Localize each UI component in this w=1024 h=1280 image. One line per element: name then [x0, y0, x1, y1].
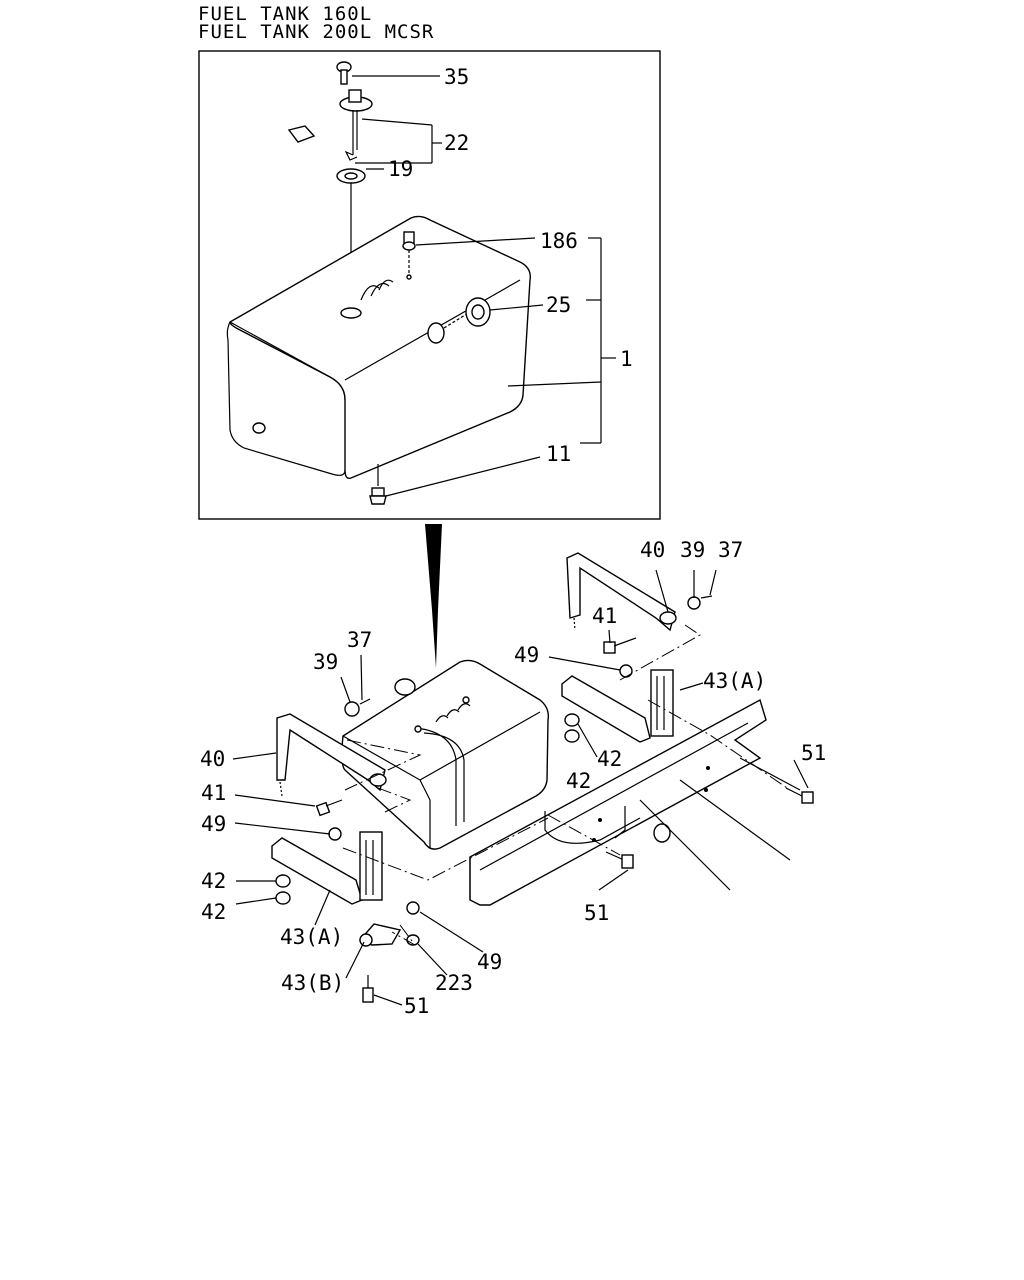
callout-49-right: 49	[514, 643, 539, 667]
part-22-gauge-unit[interactable]	[287, 89, 373, 161]
callout-51-middle: 51	[584, 901, 609, 925]
callout-1: 1	[620, 347, 633, 371]
callout-42-right-b: 42	[566, 769, 591, 793]
callout-43b: 43(B)	[281, 971, 344, 995]
part-49-nut-right[interactable]	[619, 664, 633, 678]
callout-43a-left: 43(A)	[280, 925, 343, 949]
part-19-gasket[interactable]	[336, 168, 366, 184]
part-39-washer-right[interactable]	[687, 596, 701, 610]
part-41-bolt-left[interactable]	[315, 799, 343, 817]
part-51-bolt-lower[interactable]	[362, 975, 374, 1003]
callout-43a-right: 43(A)	[703, 669, 766, 693]
callout-49-left: 49	[201, 812, 226, 836]
diagram-title-line-2: FUEL TANK 200L MCSR	[198, 21, 435, 43]
part-42-nut-right-b[interactable]	[564, 729, 580, 743]
part-51-bolt-right[interactable]	[785, 787, 814, 804]
callout-19: 19	[388, 157, 413, 181]
callout-37-left: 37	[347, 628, 372, 652]
part-37-pin-right[interactable]	[700, 595, 713, 599]
part-25-filler-cap[interactable]	[465, 297, 491, 327]
inset-pointer	[425, 524, 442, 668]
part-51-bolt-middle[interactable]	[605, 851, 634, 869]
callout-11: 11	[546, 442, 571, 466]
callout-40-left: 40	[200, 747, 225, 771]
part-42-nut-left-a[interactable]	[275, 874, 291, 888]
callout-42-left-a: 42	[201, 869, 226, 893]
callout-51-lower: 51	[404, 994, 429, 1018]
callout-25: 25	[546, 293, 571, 317]
callout-42-right-a: 42	[597, 747, 622, 771]
part-40-strap-right[interactable]	[566, 552, 677, 632]
chassis-frame-rail	[469, 698, 801, 906]
callout-223: 223	[435, 971, 473, 995]
part-39-washer-left[interactable]	[344, 701, 360, 717]
callout-37-right: 37	[718, 538, 743, 562]
callout-35: 35	[444, 65, 469, 89]
part-49-nut-left[interactable]	[328, 827, 342, 841]
part-1-fuel-tank[interactable]	[226, 215, 531, 480]
detail-inset-frame	[198, 50, 661, 520]
callout-186: 186	[540, 229, 578, 253]
part-42-nut-left-b[interactable]	[275, 891, 291, 905]
part-11-drain-plug[interactable]	[369, 487, 387, 505]
callout-49-lower: 49	[477, 950, 502, 974]
part-35-screw[interactable]	[336, 61, 352, 85]
callout-41-right: 41	[592, 604, 617, 628]
callout-22: 22	[444, 131, 469, 155]
part-186-breather[interactable]	[402, 231, 416, 280]
part-41-bolt-right[interactable]	[603, 637, 637, 654]
part-43b-clip[interactable]	[358, 923, 402, 947]
part-43a-bracket-right[interactable]	[561, 669, 674, 743]
part-43a-bracket-left[interactable]	[271, 831, 383, 905]
callout-51-right: 51	[801, 741, 826, 765]
callout-42-left-b: 42	[201, 900, 226, 924]
diagram-title-line-1: FUEL TANK 160L	[198, 3, 373, 25]
part-42-nut-right-a[interactable]	[564, 713, 580, 727]
callout-39-left: 39	[313, 650, 338, 674]
part-49-nut-lower[interactable]	[406, 901, 420, 915]
part-37-pin-left[interactable]	[359, 698, 371, 705]
callout-41-left: 41	[201, 781, 226, 805]
callout-39-right: 39	[680, 538, 705, 562]
fuel-tank-installed	[341, 659, 550, 850]
callout-40-right: 40	[640, 538, 665, 562]
